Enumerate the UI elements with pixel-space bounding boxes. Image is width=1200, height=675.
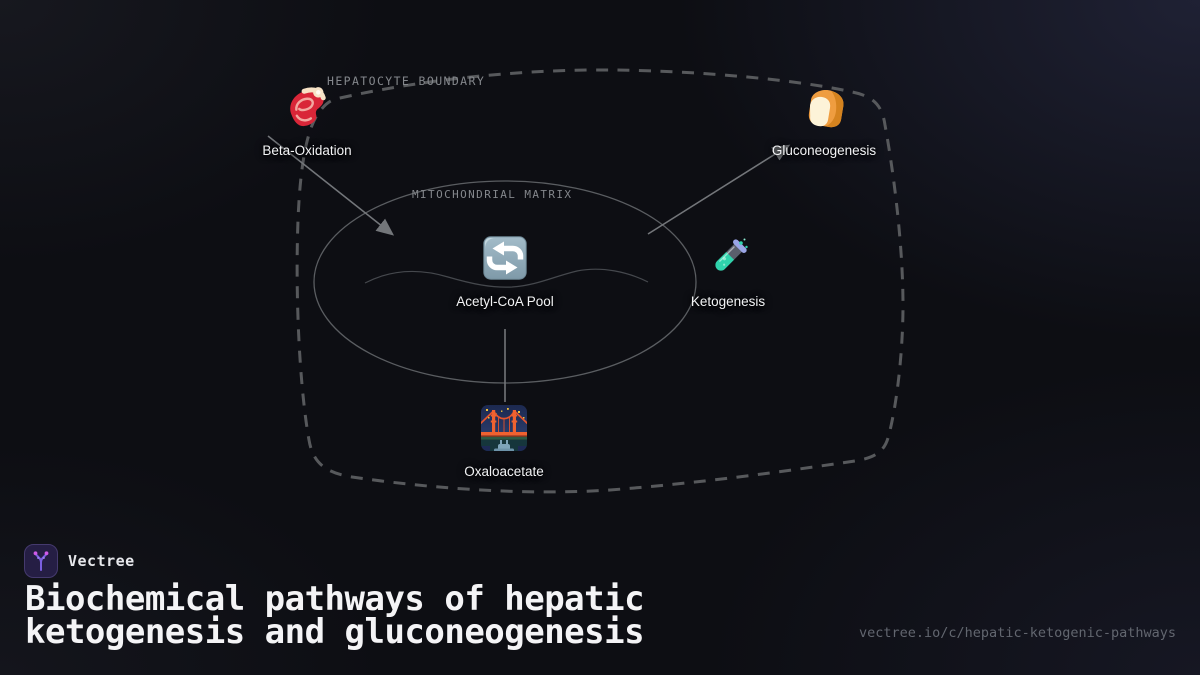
test-tube-icon xyxy=(715,238,748,271)
node-acetyl-coa-pool: Acetyl-CoA Pool xyxy=(425,236,585,309)
brand-row: Vectree xyxy=(24,544,135,578)
edge-to-gluconeogenesis xyxy=(647,144,791,235)
counterclockwise-arrows-icon xyxy=(483,236,527,280)
edge-beta-to-acetyl xyxy=(267,135,395,236)
hepatocyte-boundary-label: HEPATOCYTE BOUNDARY xyxy=(327,74,486,88)
node-oxaloacetate: Oxaloacetate xyxy=(424,404,584,479)
node-beta-oxidation: Beta-Oxidation xyxy=(227,83,387,158)
node-label-beta-oxidation: Beta-Oxidation xyxy=(262,143,352,158)
page-title: Biochemical pathways of hepatic ketogene… xyxy=(25,579,645,652)
node-gluconeogenesis: Gluconeogenesis xyxy=(744,83,904,158)
bread-icon xyxy=(808,90,844,128)
node-label-ketogenesis: Ketogenesis xyxy=(690,294,766,309)
bridge-at-night-icon xyxy=(481,405,527,451)
page-title-line2: ketogenesis and gluconeogenesis xyxy=(25,612,645,652)
page-url: vectree.io/c/hepatic-ketogenic-pathways xyxy=(859,625,1176,641)
page-title-line1: Biochemical pathways of hepatic xyxy=(25,579,645,619)
steak-icon xyxy=(290,87,326,127)
node-label-oxaloacetate: Oxaloacetate xyxy=(464,464,544,479)
node-ketogenesis: Ketogenesis xyxy=(648,234,808,309)
node-label-gluconeogenesis: Gluconeogenesis xyxy=(771,143,877,158)
matrix-wave-curve xyxy=(364,268,649,288)
mitochondrial-matrix-label: MITOCHONDRIAL MATRIX xyxy=(412,188,573,201)
brand-name: Vectree xyxy=(68,552,135,570)
node-label-acetyl-coa-pool: Acetyl-CoA Pool xyxy=(456,294,554,309)
vectree-logo-icon xyxy=(24,544,58,578)
